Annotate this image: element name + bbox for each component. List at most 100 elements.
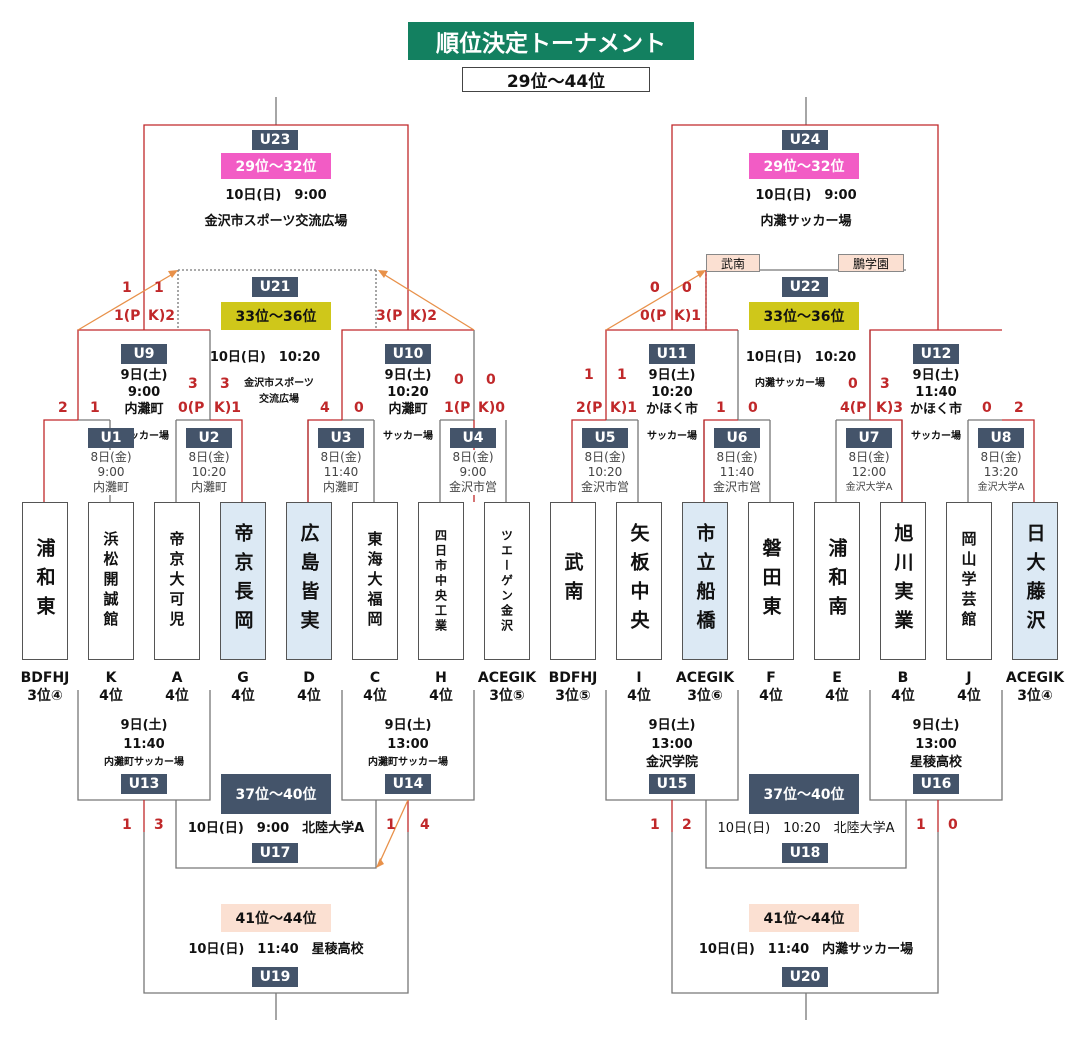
score-label: K)2 bbox=[410, 308, 437, 324]
match-venue-u15: 金沢学院 bbox=[645, 755, 698, 770]
team-seed-rank: 3位⑤ bbox=[555, 688, 591, 704]
team-box: 日大藤沢 bbox=[1012, 502, 1058, 660]
match-venue-u14: 内灘町サッカー場 bbox=[368, 757, 448, 768]
match-venue-u11: かほく市 bbox=[645, 402, 698, 417]
team-name: 浜松開誠館 bbox=[101, 531, 120, 631]
match-label-u21: U21 bbox=[252, 277, 298, 297]
match-label-u5: U5 bbox=[582, 428, 628, 448]
rank-label-u23: 29位〜32位 bbox=[221, 153, 331, 179]
team-seed-rank: 4位 bbox=[891, 688, 915, 704]
match-label-u16: U16 bbox=[913, 774, 959, 794]
score-label: 0 bbox=[682, 280, 692, 296]
team-box: 四日市中央工業 bbox=[418, 502, 464, 660]
team-name: 浦和南 bbox=[825, 537, 848, 625]
score-label: 2 bbox=[1014, 400, 1024, 416]
score-label: 0 bbox=[748, 400, 758, 416]
match-time-u6: 11:40 bbox=[705, 465, 769, 480]
team-seed-group: K bbox=[105, 670, 117, 686]
match-venue2-u12: サッカー場 bbox=[911, 431, 961, 442]
match-info-u23: 10日(日) 9:00 bbox=[225, 188, 327, 203]
team-name: 武南 bbox=[561, 552, 584, 610]
match-date-u11: 9日(土) bbox=[648, 368, 696, 383]
tag-hougakuen: 鵬学園 bbox=[838, 254, 904, 272]
team-seed-group: H bbox=[435, 670, 447, 686]
score-label: 1(P bbox=[444, 400, 471, 416]
score-label: 1 bbox=[90, 400, 100, 416]
team-name: 磐田東 bbox=[759, 537, 782, 625]
score-label: 0 bbox=[486, 372, 496, 388]
page-title: 順位決定トーナメント bbox=[408, 22, 694, 60]
match-info-u22: 10日(日) 10:20 bbox=[745, 350, 857, 365]
team-name: 浦和東 bbox=[33, 537, 56, 625]
match-time-u9: 9:00 bbox=[127, 385, 161, 400]
team-box: 浦和東 bbox=[22, 502, 68, 660]
score-label: 0 bbox=[650, 280, 660, 296]
match-label-u14: U14 bbox=[385, 774, 431, 794]
match-label-u18: U18 bbox=[782, 843, 828, 863]
team-seed-group: B bbox=[897, 670, 909, 686]
match-label-u19: U19 bbox=[252, 967, 298, 987]
score-label: 1 bbox=[617, 367, 627, 383]
team-box: 市立船橋 bbox=[682, 502, 728, 660]
rank-label-u24: 29位〜32位 bbox=[749, 153, 859, 179]
match-label-u24: U24 bbox=[782, 130, 828, 150]
match-venue-u10: 内灘町 bbox=[388, 402, 428, 417]
team-seed-group: BDFHJ bbox=[20, 670, 70, 686]
score-label: 1 bbox=[584, 367, 594, 383]
match-date-u4: 8日(金) bbox=[441, 450, 505, 465]
match-label-u8: U8 bbox=[978, 428, 1024, 448]
match-time-u5: 10:20 bbox=[573, 465, 637, 480]
match-label-u6: U6 bbox=[714, 428, 760, 448]
score-label: 1 bbox=[650, 817, 660, 833]
match-venue-u21-a: 金沢市スポーツ bbox=[244, 378, 314, 389]
score-label: 0 bbox=[682, 280, 692, 296]
score-label: 2 bbox=[58, 400, 68, 416]
match-venue-u9: 内灘町 bbox=[124, 402, 164, 417]
score-label: K)1 bbox=[674, 308, 701, 324]
page-subtitle: 29位〜44位 bbox=[462, 67, 650, 92]
match-label-u12: U12 bbox=[913, 344, 959, 364]
team-seed-group: G bbox=[237, 670, 249, 686]
tag-bunan: 武南 bbox=[706, 254, 760, 272]
match-time-u3: 11:40 bbox=[309, 465, 373, 480]
score-label: 0 bbox=[982, 400, 992, 416]
score-label: K)1 bbox=[214, 400, 241, 416]
match-venue-u7: 金沢大学A bbox=[837, 480, 901, 495]
match-info-u20: 10日(日) 11:40 内灘サッカー場 bbox=[698, 942, 914, 957]
score-label: 0(P bbox=[178, 400, 205, 416]
match-venue-u13: 内灘町サッカー場 bbox=[104, 757, 184, 768]
match-info-u19: 10日(日) 11:40 星稜高校 bbox=[188, 942, 364, 957]
score-label: 0 bbox=[650, 280, 660, 296]
team-seed-group: F bbox=[766, 670, 776, 686]
team-name: 旭川実業 bbox=[891, 523, 914, 639]
match-label-u17: U17 bbox=[252, 843, 298, 863]
match-date-u3: 8日(金) bbox=[309, 450, 373, 465]
team-seed-rank: 4位 bbox=[99, 688, 123, 704]
score-label: 3 bbox=[220, 376, 230, 392]
match-label-u4: U4 bbox=[450, 428, 496, 448]
rank-label-u18: 37位〜40位 bbox=[749, 774, 859, 814]
score-label: K)1 bbox=[610, 400, 637, 416]
team-seed-rank: 4位 bbox=[231, 688, 255, 704]
match-label-u15: U15 bbox=[649, 774, 695, 794]
match-date-u8: 8日(金) bbox=[969, 450, 1033, 465]
match-venue-u2: 内灘町 bbox=[177, 480, 241, 495]
match-label-u11: U11 bbox=[649, 344, 695, 364]
score-label: 0 bbox=[454, 372, 464, 388]
team-name: ツエーゲン金沢 bbox=[499, 528, 514, 634]
match-venue-u6: 金沢市営 bbox=[705, 480, 769, 495]
score-label: K)2 bbox=[148, 308, 175, 324]
match-date-u2: 8日(金) bbox=[177, 450, 241, 465]
score-label: 1 bbox=[154, 280, 164, 296]
match-info-u24: 10日(日) 9:00 bbox=[755, 188, 857, 203]
team-box: 広島皆実 bbox=[286, 502, 332, 660]
match-venue-u3: 内灘町 bbox=[309, 480, 373, 495]
score-label: K)3 bbox=[876, 400, 903, 416]
score-label: 1(P bbox=[114, 308, 141, 324]
score-label: 4 bbox=[420, 817, 430, 833]
team-box: ツエーゲン金沢 bbox=[484, 502, 530, 660]
match-time-u2: 10:20 bbox=[177, 465, 241, 480]
score-label: 3 bbox=[880, 376, 890, 392]
team-seed-rank: 4位 bbox=[297, 688, 321, 704]
match-venue-u23: 金沢市スポーツ交流広場 bbox=[204, 214, 348, 229]
